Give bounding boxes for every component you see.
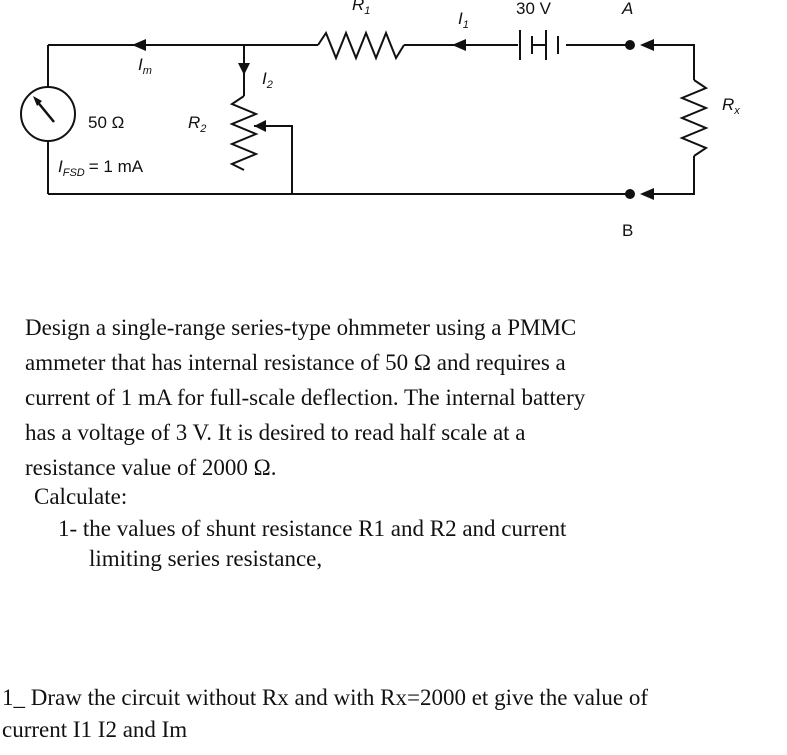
ifsd-label: IFSD= 1 mA <box>58 157 144 179</box>
circuit-diagram: R1 I1 30 V A Im I2 Rx 50 Ω R2 IFSD= 1 mA… <box>20 0 740 240</box>
wire-rx-top <box>644 44 695 80</box>
battery-symbol <box>519 30 559 60</box>
problem-line-4: has a voltage of 3 V. It is desired to r… <box>25 420 526 445</box>
terminal-b-label: B <box>622 221 633 240</box>
i2-arrowhead <box>238 63 250 75</box>
resistor-r2-zigzag <box>229 95 259 171</box>
wire-rx-bottom <box>644 156 695 195</box>
meter-needle-head <box>33 96 42 106</box>
im-label: Im <box>138 55 152 77</box>
i1-label: I1 <box>458 9 469 31</box>
problem-line-2: ammeter that has internal resistance of … <box>25 350 566 375</box>
i2-label: I2 <box>262 69 273 91</box>
problem-line-1: Design a single-range series-type ohmmet… <box>25 315 577 340</box>
resistor-rx-zigzag <box>679 79 709 157</box>
battery-label: 30 V <box>516 0 552 18</box>
terminal-a-arrow <box>640 39 654 51</box>
im-arrowhead <box>132 39 146 51</box>
task-statement: 1_ Draw the circuit without Rx and with … <box>2 682 782 746</box>
wire-r2-wiper <box>254 125 293 194</box>
internal-resistance-label: 50 Ω <box>88 113 124 132</box>
terminal-b <box>625 189 635 199</box>
terminal-a-label: A <box>621 0 633 18</box>
r1-label: R1 <box>352 0 370 17</box>
terminal-b-arrow <box>640 188 654 200</box>
question-item-1: 1- the values of shunt resistance R1 and… <box>58 514 768 574</box>
problem-line-3: current of 1 mA for full-scale deflectio… <box>25 385 586 410</box>
r2-label: R2 <box>188 113 206 135</box>
problem-line-5: resistance value of 2000 Ω. <box>25 455 277 480</box>
i1-arrowhead <box>452 39 466 51</box>
terminal-a <box>625 40 635 50</box>
task-line-1: 1_ Draw the circuit without Rx and with … <box>2 685 648 710</box>
question-item-1-line-1: 1- the values of shunt resistance R1 and… <box>58 516 567 541</box>
task-line-2: current I1 I2 and Im <box>2 717 188 742</box>
problem-statement: Design a single-range series-type ohmmet… <box>25 310 765 485</box>
calculate-heading: Calculate: <box>34 484 128 509</box>
question-item-1-line-2: limiting series resistance, <box>89 546 323 571</box>
r2-wiper-arrowhead <box>254 120 266 132</box>
rx-label: Rx <box>722 95 740 117</box>
resistor-r1-zigzag <box>317 30 405 61</box>
